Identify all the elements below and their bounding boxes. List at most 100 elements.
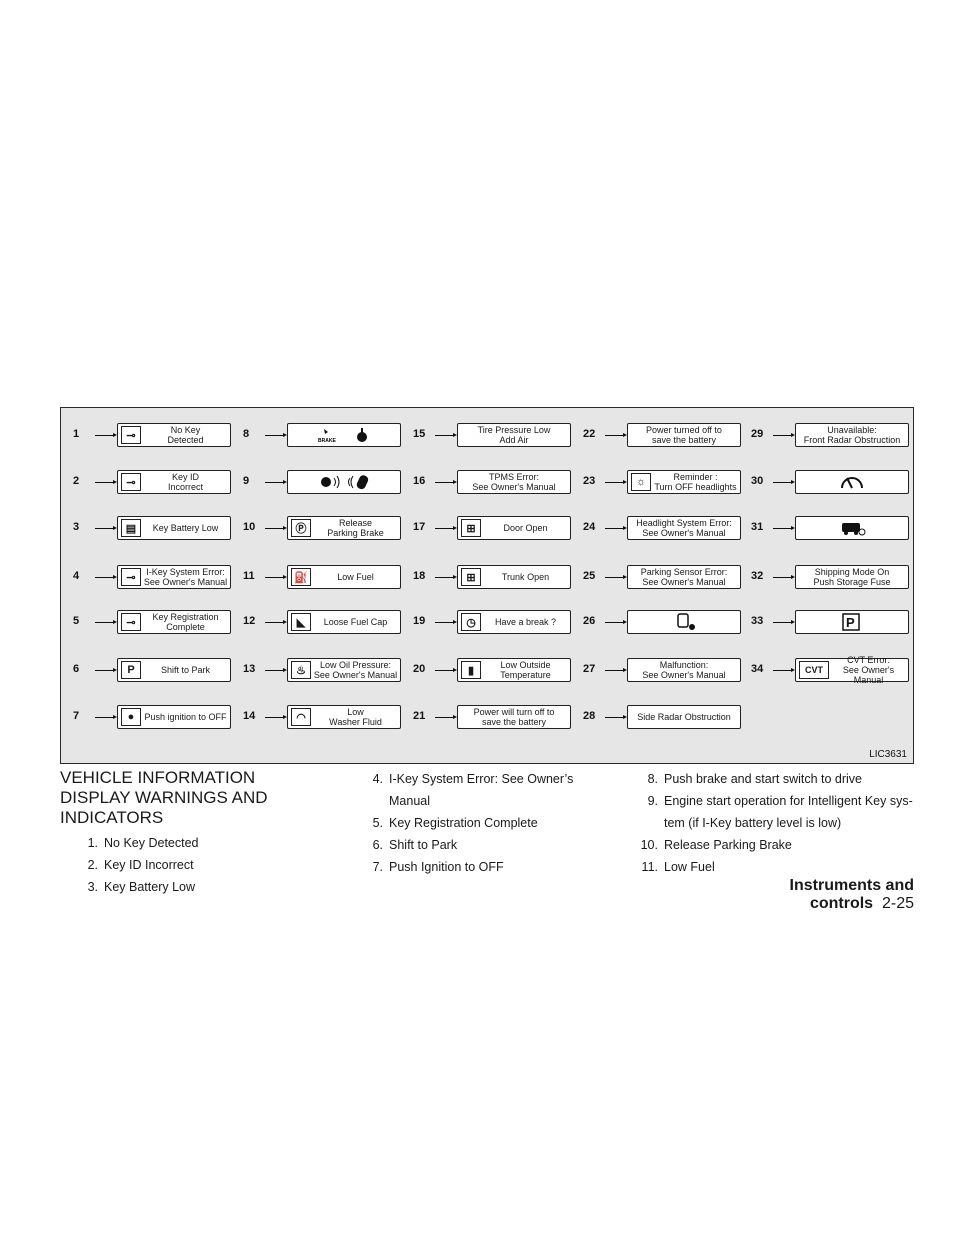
- indicator-message-text: I-Key System Error: See Owner's Manual: [143, 567, 228, 587]
- list-item: 5.Key Registration Complete: [345, 812, 615, 834]
- indicator-message-box: TPMS Error: See Owner's Manual: [457, 470, 571, 494]
- indicator-message-box: Malfunction: See Owner's Manual: [627, 658, 741, 682]
- leader-line: [435, 668, 457, 672]
- indicator-number: 28: [583, 710, 596, 722]
- indicator-number: 30: [751, 475, 764, 487]
- leader-line: [773, 480, 795, 484]
- leader-line: [435, 575, 457, 579]
- indicator-number: 12: [243, 615, 256, 627]
- indicator-message-text: Low Outside Temperature: [500, 660, 551, 680]
- radar-sensor-icon: [628, 612, 740, 632]
- indicator-number: 5: [73, 615, 80, 627]
- leader-line: [773, 526, 795, 530]
- indicator-message-box: ▤ Key Battery Low: [117, 516, 231, 540]
- indicator-message-text: Have a break ?: [494, 617, 557, 627]
- list-item-text: No Key Detected: [104, 836, 199, 850]
- oil-can-icon: ♨: [291, 661, 311, 679]
- list-item-text: Key Battery Low: [104, 880, 196, 894]
- indicator-number: 26: [583, 615, 596, 627]
- indicator-number: 1: [73, 428, 80, 440]
- indicator-message-box: Side Radar Obstruction: [627, 705, 741, 729]
- indicator-number: 6: [73, 663, 80, 675]
- key-icon: ⊸: [121, 568, 141, 586]
- indicator-number: 18: [413, 570, 426, 582]
- list-item-number: 5.: [372, 816, 383, 830]
- list-item-text: Low Fuel: [664, 860, 715, 874]
- key-icon: ⊸: [121, 473, 141, 491]
- indicator-message-text: Loose Fuel Cap: [323, 617, 388, 627]
- key-battery-icon: ▤: [121, 519, 141, 537]
- indicator-number: 10: [243, 521, 256, 533]
- cvt-icon: CVT: [799, 661, 829, 679]
- indicator-list-2: 4.I-Key System Error: See Owner’s Manual…: [345, 768, 615, 878]
- indicator-number: 22: [583, 428, 596, 440]
- list-item-number: 8.: [647, 772, 658, 786]
- list-item: 8. Push brake and start switch to drive: [620, 768, 920, 790]
- list-item-number: 11.: [641, 860, 658, 874]
- leader-line: [605, 620, 627, 624]
- indicator-message-box: ⊸Key ID Incorrect: [117, 470, 231, 494]
- indicator-message-text: Headlight System Error: See Owner's Manu…: [636, 518, 732, 538]
- indicator-message-text: Key Registration Complete: [152, 612, 219, 632]
- leader-line: [265, 668, 287, 672]
- leader-line: [95, 575, 117, 579]
- list-item-text: Shift to Park: [389, 838, 458, 852]
- indicator-message-box: ☼Reminder : Turn OFF headlights: [627, 470, 741, 494]
- list-item-text: Release Parking Brake: [664, 838, 792, 852]
- list-item-text: I-Key System Error: See Owner’s Manual: [389, 772, 574, 808]
- list-item-text: Push brake and start switch to drive: [664, 772, 863, 786]
- indicator-message-box: ⊸Key Registration Complete: [117, 610, 231, 634]
- indicator-number: 34: [751, 663, 764, 675]
- indicator-message-text: Trunk Open: [501, 572, 550, 582]
- brake-push-icon: BRAKE: [288, 426, 400, 444]
- leader-line: [605, 433, 627, 437]
- indicator-number: 14: [243, 710, 256, 722]
- indicator-message-text: Tire Pressure Low Add Air: [477, 425, 551, 445]
- list-item: 2.Key ID Incorrect: [60, 854, 330, 876]
- list-item-number: 3.: [87, 880, 98, 894]
- leader-line: [435, 433, 457, 437]
- thermometer-icon: ▮: [461, 661, 481, 679]
- leader-line: [265, 620, 287, 624]
- indicator-number: 11: [243, 570, 255, 582]
- leader-line: [435, 480, 457, 484]
- indicator-message-text: Key Battery Low: [152, 523, 219, 533]
- list-item: 6.Shift to Park: [345, 834, 615, 856]
- indicator-number: 2: [73, 475, 80, 487]
- indicator-message-box: ▮ Low Outside Temperature: [457, 658, 571, 682]
- indicator-message-box: [627, 610, 741, 634]
- indicator-message-text: Malfunction: See Owner's Manual: [642, 660, 726, 680]
- indicator-message-text: Power turned off to save the battery: [646, 425, 722, 445]
- push-button-icon: ●: [121, 708, 141, 726]
- indicator-number: 8: [243, 428, 250, 440]
- car-warning-icon: [796, 518, 908, 538]
- indicator-message-box: Unavailable: Front Radar Obstruction: [795, 423, 909, 447]
- indicator-message-text: Parking Sensor Error: See Owner's Manual: [640, 567, 728, 587]
- indicator-message-box: Parking Sensor Error: See Owner's Manual: [627, 565, 741, 589]
- list-item: 11. Low Fuel: [620, 856, 920, 878]
- indicator-message-text: Shift to Park: [160, 665, 211, 675]
- text-column-2: 4.I-Key System Error: See Owner’s Manual…: [345, 768, 615, 878]
- leader-line: [435, 715, 457, 719]
- leader-line: [605, 715, 627, 719]
- indicator-number: 21: [413, 710, 426, 722]
- leader-line: [605, 575, 627, 579]
- leader-line: [605, 526, 627, 530]
- indicator-number: 9: [243, 475, 250, 487]
- indicator-number: 13: [243, 663, 256, 675]
- indicator-message-box: Tire Pressure Low Add Air: [457, 423, 571, 447]
- indicator-number: 20: [413, 663, 426, 675]
- leader-line: [95, 433, 117, 437]
- indicator-message-box: [795, 470, 909, 494]
- indicator-message-text: Release Parking Brake: [327, 518, 384, 538]
- fuel-cap-icon: ◣: [291, 613, 311, 631]
- list-item: 3. Key Battery Low: [60, 876, 330, 898]
- trunk-open-icon: ⊞: [461, 568, 481, 586]
- indicator-number: 33: [751, 615, 764, 627]
